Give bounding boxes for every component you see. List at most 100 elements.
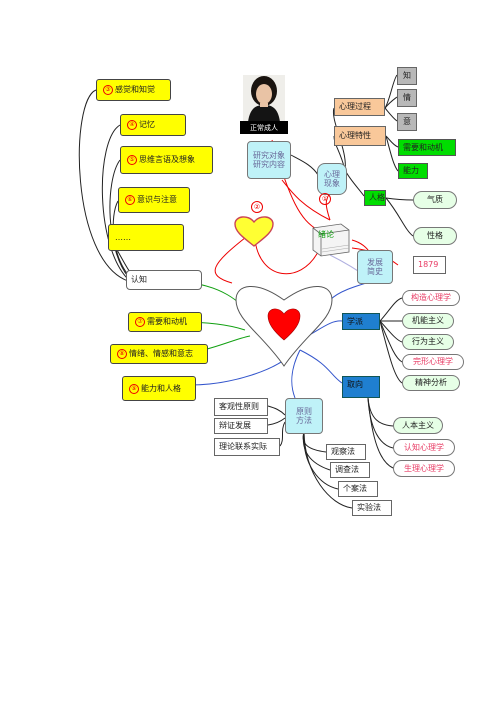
topic-label: 情绪、情感和意志 [129,349,193,359]
process-item-will[interactable]: 意 [397,113,417,131]
principle-objectivity[interactable]: 客观性原则 [214,398,268,416]
cognition-node[interactable]: 认知 [126,270,202,290]
principle-label: 理论联系实际 [219,442,267,452]
psych-process-node[interactable]: 心理过程 [334,98,385,116]
year-node[interactable]: 1879 [413,256,446,274]
school-structuralism[interactable]: 构造心理学 [402,290,460,306]
topic-ability[interactable]: ⑨ 能力和人格 [122,376,196,401]
red-heart [267,308,301,341]
personality-label: 人格 [369,193,385,203]
school-psychoanalysis[interactable]: 精神分析 [402,375,460,391]
school-label: 行为主义 [412,337,444,347]
intro-label[interactable]: 绪论 [318,230,334,239]
topic-label: 思维言语及想象 [139,155,195,165]
method-label: 调查法 [335,465,359,475]
orientation-item-label: 人本主义 [402,420,434,430]
marker-one: ① [319,193,331,205]
topic-label: …… [115,232,131,242]
method-case[interactable]: 个案法 [338,481,378,497]
photo-caption: 正常成人 [240,121,288,134]
personality-character[interactable]: 性格 [413,227,457,245]
history-line1: 发展 [367,257,383,267]
topic-number: ⑤ [127,155,137,165]
topic-number: ④ [127,120,137,130]
history-node[interactable]: 发展 简史 [357,250,393,284]
principles-methods-line1: 原则 [296,406,312,416]
method-label: 实验法 [357,503,381,513]
orientation-label: 取向 [347,380,363,389]
psych-process-label: 心理过程 [339,102,371,112]
process-item-know[interactable]: 知 [397,67,417,85]
topic-label: 记忆 [139,120,155,130]
portrait-photo [243,75,285,122]
psych-phenomena-line2: 现象 [324,179,340,188]
book-icon [312,223,350,257]
method-observation[interactable]: 观察法 [326,444,366,460]
principle-label: 客观性原则 [219,402,259,412]
topic-emotion[interactable]: ⑧ 情绪、情感和意志 [110,344,208,364]
schools-label: 学派 [347,316,363,326]
school-gestalt[interactable]: 完形心理学 [402,354,464,370]
school-label: 机能主义 [412,316,444,326]
process-item-feel[interactable]: 情 [397,89,417,107]
traits-item-needs[interactable]: 需要和动机 [398,139,456,156]
personality-temperament[interactable]: 气质 [413,191,457,209]
year-label: 1879 [418,260,439,270]
psych-phenomena-line1: 心理 [324,169,340,179]
personality-node[interactable]: 人格 [364,190,386,206]
research-content: 研究内容 [253,160,285,169]
topic-label: 能力和人格 [141,383,181,393]
principles-methods-line2: 方法 [296,416,312,425]
cognition-label: 认知 [131,275,147,285]
schools-node[interactable]: 学派 [342,313,380,330]
psych-phenomena-node[interactable]: 心理 现象 [317,163,347,195]
marker-two: ② [251,201,263,213]
orientation-physiological[interactable]: 生理心理学 [393,460,455,477]
research-object: 研究对象 [253,150,285,160]
method-experiment[interactable]: 实验法 [352,500,392,516]
topic-number: ③ [103,85,113,95]
method-survey[interactable]: 调查法 [330,462,370,478]
topic-number: ⑦ [135,317,145,327]
orientation-node[interactable]: 取向 [342,376,380,398]
principle-dialectic[interactable]: 辩证发展 [214,418,268,434]
personality-item-label: 气质 [427,195,443,205]
topic-thinking[interactable]: ⑤ 思维言语及想象 [120,146,213,174]
principle-practice[interactable]: 理论联系实际 [214,438,280,456]
school-behaviorism[interactable]: 行为主义 [402,334,454,350]
topic-memory[interactable]: ④ 记忆 [120,114,186,136]
school-label: 完形心理学 [413,357,453,367]
psych-traits-node[interactable]: 心理特性 [334,126,386,146]
school-label: 精神分析 [415,378,447,388]
topic-sensation[interactable]: ③ 感觉和知觉 [96,79,171,101]
traits-item-label: 能力 [403,166,419,176]
research-node[interactable]: 研究对象 研究内容 [247,141,291,179]
topic-label: 需要和动机 [147,317,187,327]
process-item-label: 知 [403,71,411,81]
topic-needs[interactable]: ⑦ 需要和动机 [128,312,202,332]
topic-number: ⑨ [129,383,139,394]
traits-item-ability[interactable]: 能力 [398,163,428,179]
method-label: 观察法 [331,447,355,457]
topic-number: ⑧ [117,349,127,359]
principles-methods-node[interactable]: 原则 方法 [285,398,323,434]
orientation-humanism[interactable]: 人本主义 [393,417,443,434]
psych-traits-label: 心理特性 [339,131,371,141]
principle-label: 辩证发展 [219,421,251,431]
process-item-label: 意 [403,117,411,127]
topic-label: 感觉和知觉 [115,85,155,95]
topic-consciousness[interactable]: ⑥ 意识与注意 [118,187,190,213]
history-line2: 简史 [367,267,383,276]
school-label: 构造心理学 [411,293,451,303]
orientation-item-label: 生理心理学 [404,463,444,473]
topic-number: ⑥ [125,195,135,205]
topic-label: 意识与注意 [137,195,177,205]
school-functionalism[interactable]: 机能主义 [402,313,454,329]
yellow-heart [234,216,274,247]
orientation-item-label: 认知心理学 [404,442,444,452]
orientation-cognitive[interactable]: 认知心理学 [393,439,455,456]
personality-item-label: 性格 [427,231,443,241]
method-label: 个案法 [343,484,367,494]
topic-more[interactable]: …… [108,224,184,251]
traits-item-label: 需要和动机 [403,142,443,152]
